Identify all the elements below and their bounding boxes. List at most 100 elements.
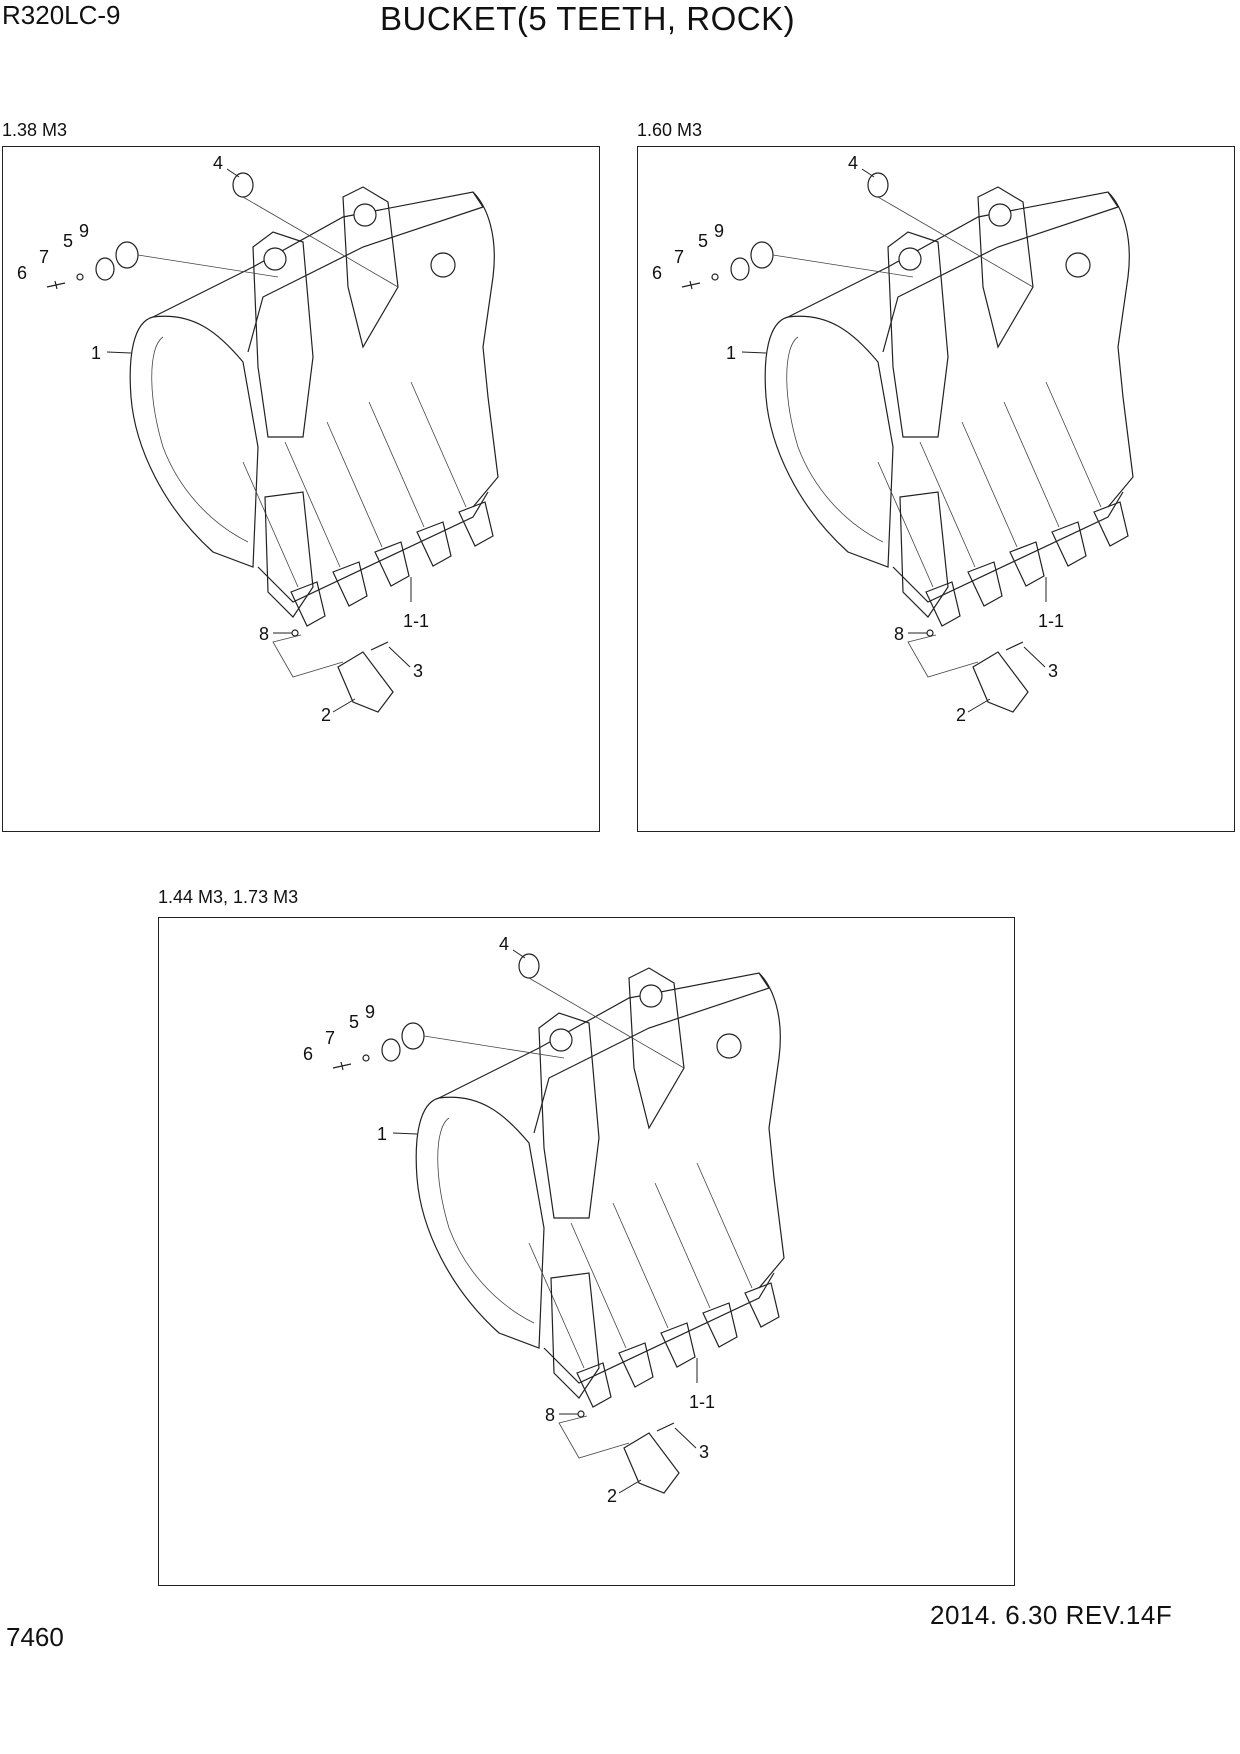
tooth-adapter	[618, 1342, 654, 1388]
bucket-body	[332, 949, 785, 1494]
back-plate	[1107, 191, 1134, 508]
leader-line	[137, 254, 279, 278]
washer-part-5	[95, 257, 115, 281]
lock-part-8	[577, 1410, 585, 1418]
lock-washer-part-7	[711, 273, 719, 281]
callout-c4: 4	[499, 934, 509, 954]
callout-c9: 9	[365, 1002, 375, 1022]
pin-part-3	[656, 1422, 675, 1432]
side-plate	[415, 1096, 545, 1349]
leader-1	[392, 1132, 418, 1135]
callout-c1-1: 1-1	[689, 1392, 715, 1412]
washer-part-5	[730, 257, 750, 281]
tooth-adapter	[702, 1302, 738, 1348]
adapter-rib	[612, 1202, 669, 1329]
adapter-rib	[1045, 381, 1102, 508]
view-caption-3: 1.44 M3, 1.73 M3	[158, 887, 299, 907]
bushing-part-4	[867, 172, 889, 198]
pin-boss-side	[430, 252, 456, 278]
side-plate	[764, 315, 894, 568]
leader-line	[423, 1035, 565, 1059]
nut-part-9	[115, 241, 139, 269]
tooth-adapter	[660, 1322, 696, 1368]
side-cutter	[264, 491, 314, 618]
tooth-adapter	[967, 561, 1003, 607]
link-bracket-front	[887, 231, 949, 438]
adapter-rib	[570, 1222, 627, 1349]
adapter-rib	[696, 1162, 753, 1289]
bucket-body	[681, 168, 1134, 713]
callout-c9: 9	[714, 221, 724, 241]
callout-c6: 6	[303, 1044, 313, 1064]
callout-c1: 1	[377, 1124, 387, 1144]
side-cutter	[899, 491, 949, 618]
back-plate	[472, 191, 499, 508]
tooth-adapter	[1093, 501, 1129, 547]
adapter-rib	[528, 1242, 585, 1369]
pin-part-3	[1005, 641, 1024, 651]
side-plate-inner-edge	[437, 1117, 535, 1324]
leader-line	[772, 254, 914, 278]
cutting-edge	[543, 1272, 775, 1384]
view-caption-2: 1.60 M3	[637, 120, 703, 140]
adapter-rib	[877, 461, 934, 588]
tooth-adapter	[290, 581, 326, 627]
callout-c2: 2	[607, 1486, 617, 1506]
callout-c7: 7	[325, 1028, 335, 1048]
pin-boss-rear	[639, 984, 663, 1008]
leader-2	[967, 698, 991, 713]
tooth-part-2	[623, 1432, 680, 1494]
back-plate	[758, 972, 785, 1289]
nut-part-9	[401, 1022, 425, 1050]
pin-boss-side	[716, 1033, 742, 1059]
tooth-adapter	[744, 1282, 780, 1328]
adapter-rib	[410, 381, 467, 508]
callout-c3: 3	[413, 661, 423, 681]
callout-c1-1: 1-1	[1038, 611, 1064, 631]
adapter-rib	[654, 1182, 711, 1309]
tooth-adapter	[925, 581, 961, 627]
callout-c1: 1	[91, 343, 101, 363]
adapter-rib	[1003, 401, 1060, 528]
tooth-part-2	[337, 651, 394, 713]
callout-c4: 4	[213, 153, 223, 173]
side-plate-inner-edge	[151, 336, 249, 543]
callout-c8: 8	[259, 624, 269, 644]
revision-date: 2014. 6.30 REV.14F	[930, 1600, 1173, 1630]
callout-c8: 8	[894, 624, 904, 644]
pin-boss-front	[263, 247, 287, 271]
adapter-rib	[242, 461, 299, 588]
leader-1	[741, 351, 767, 354]
leader-4	[512, 949, 526, 959]
side-cutter	[550, 1272, 600, 1399]
tooth-adapter	[374, 541, 410, 587]
leader-line	[242, 196, 399, 288]
tooth-adapter	[1051, 521, 1087, 567]
leader-bracket	[907, 634, 979, 678]
callout-c7: 7	[39, 247, 49, 267]
leader-line	[877, 196, 1034, 288]
callout-c6: 6	[17, 263, 27, 283]
lock-washer-part-7	[362, 1054, 370, 1062]
callout-c5: 5	[698, 231, 708, 251]
bucket-body	[46, 168, 499, 713]
link-bracket-front	[538, 1012, 600, 1219]
adapter-rib	[961, 421, 1018, 548]
view-caption-1: 1.38 M3	[2, 120, 68, 140]
leader-2	[332, 698, 356, 713]
callout-c4: 4	[848, 153, 858, 173]
side-plate-inner-edge	[786, 336, 884, 543]
tooth-adapter	[416, 521, 452, 567]
side-plate	[129, 315, 259, 568]
leader-1	[106, 351, 132, 354]
pin-boss-rear	[353, 203, 377, 227]
leader-bracket	[558, 1415, 630, 1459]
leader-3	[1023, 646, 1046, 668]
cutting-edge	[257, 491, 489, 603]
tooth-adapter	[1009, 541, 1045, 587]
